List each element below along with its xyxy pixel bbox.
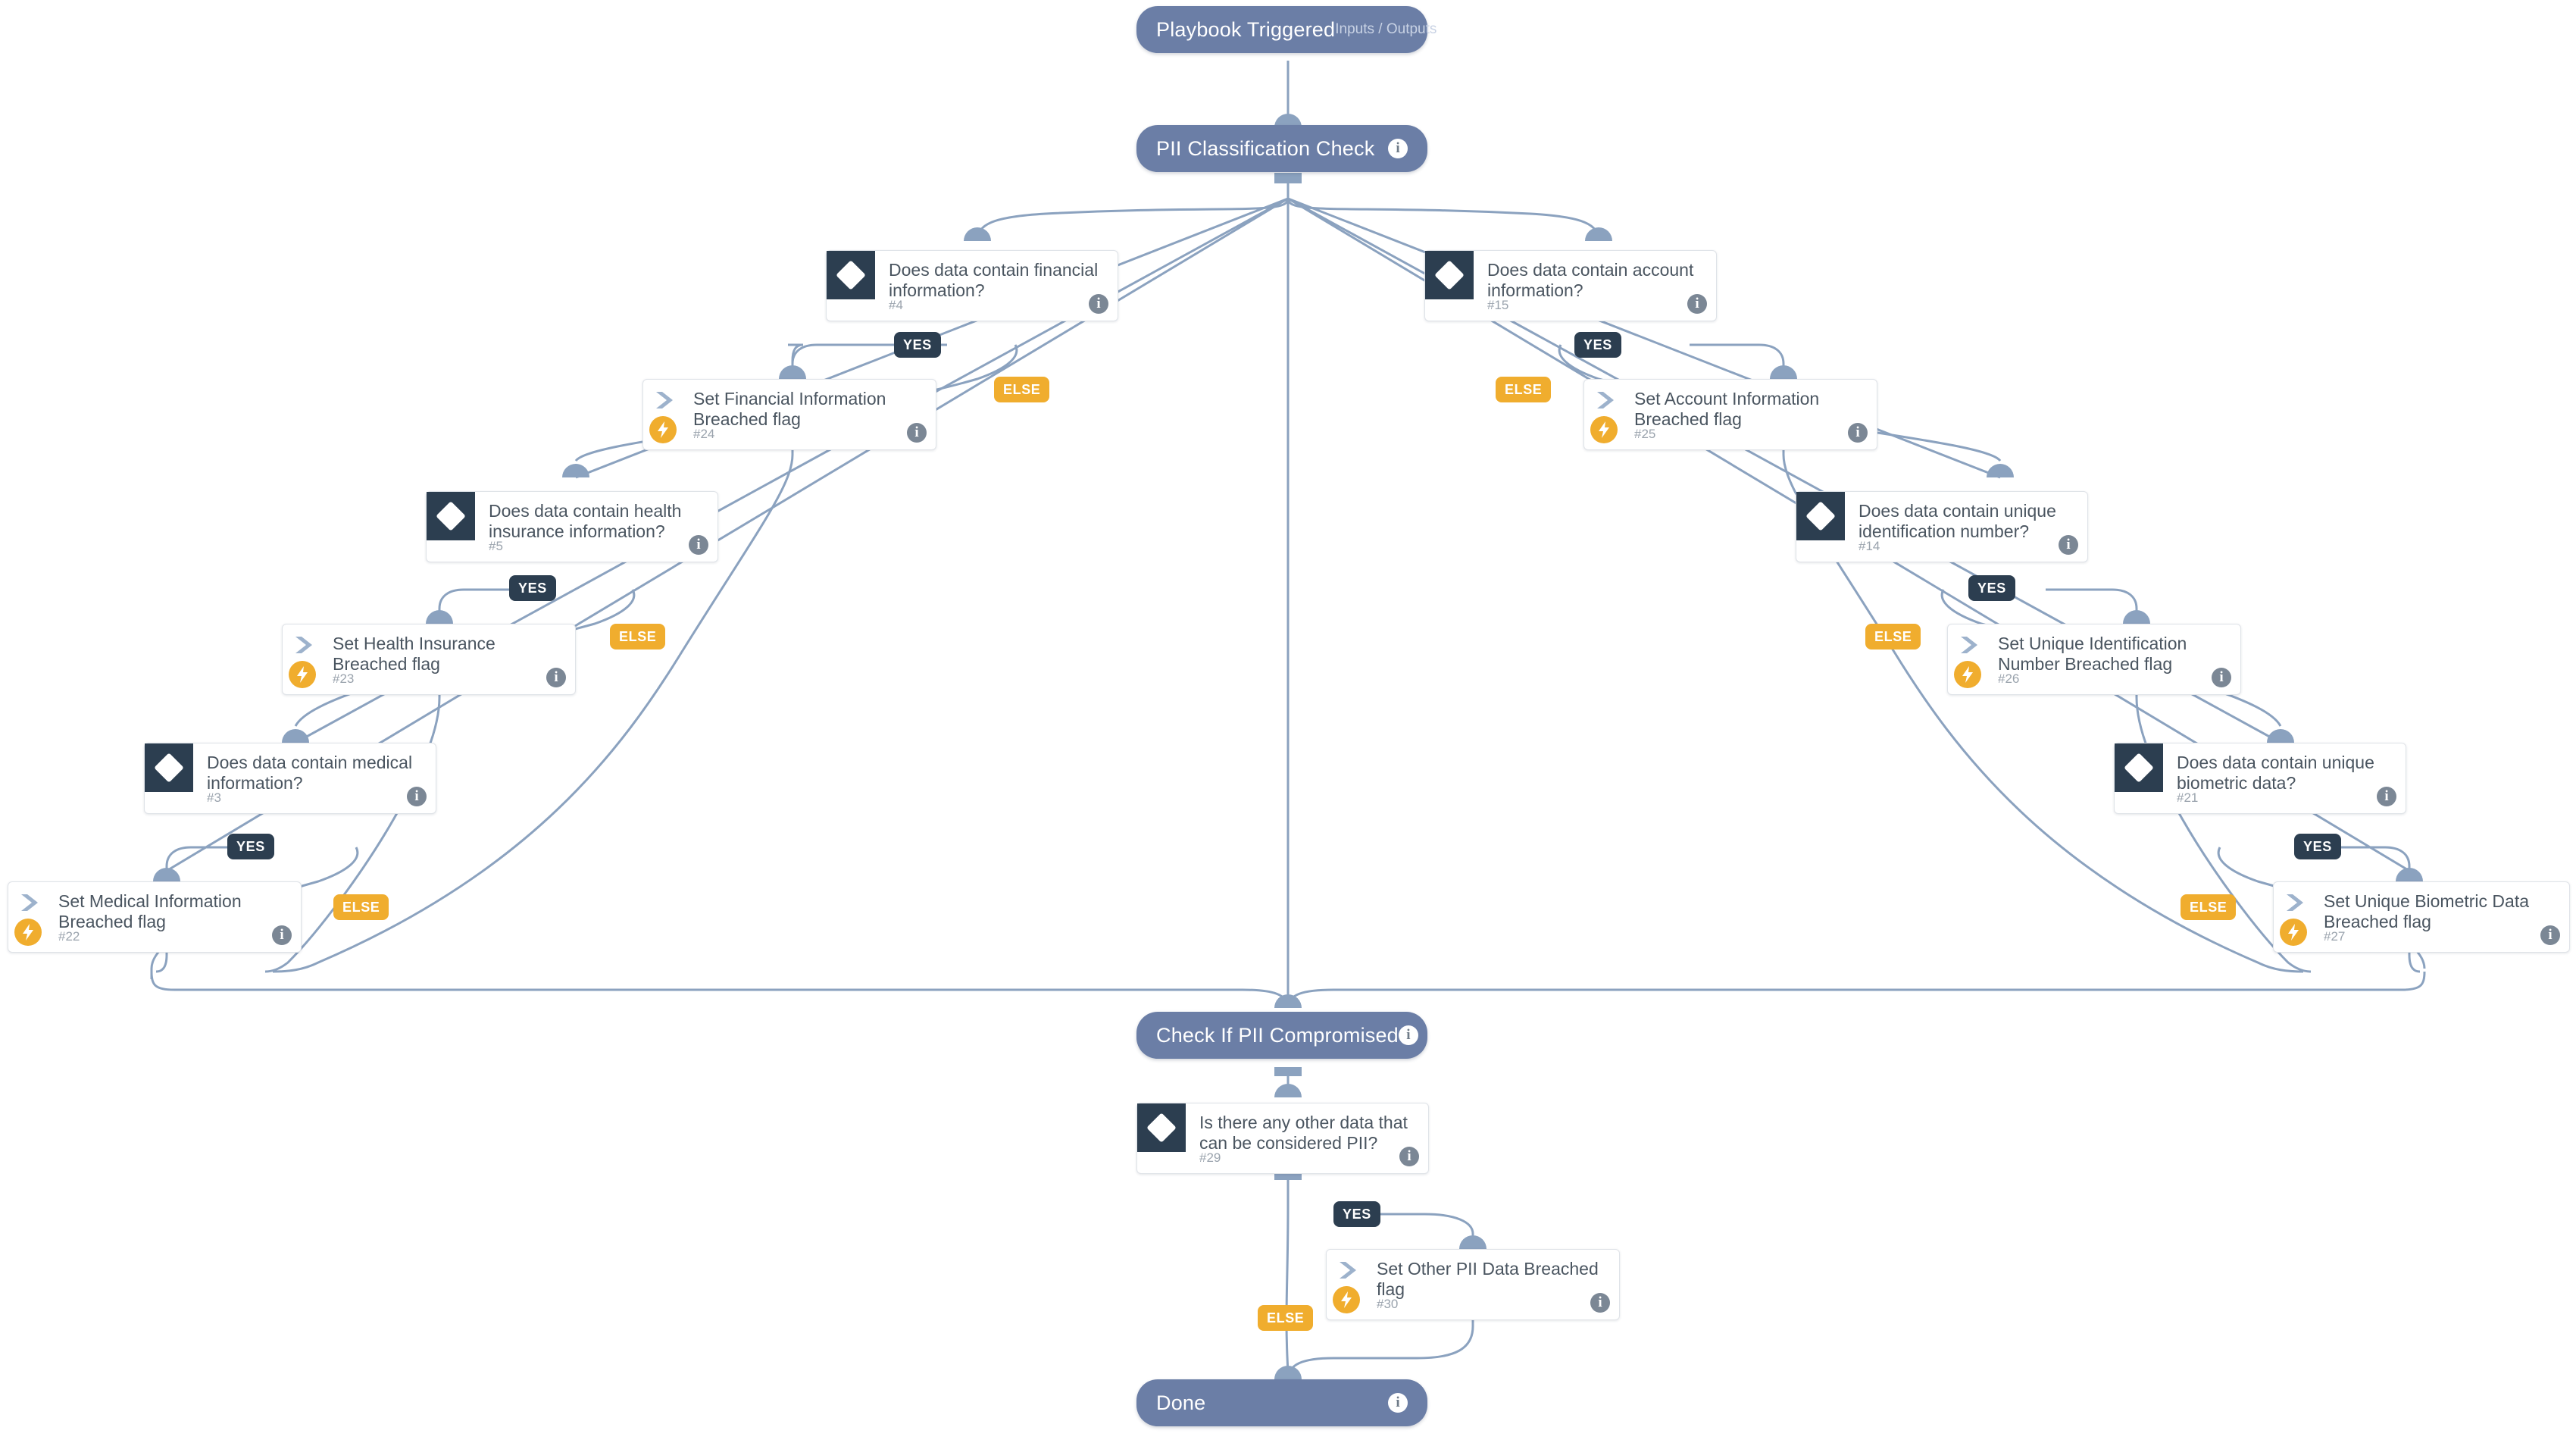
node-done[interactable]: Done i [1136, 1379, 1427, 1426]
info-icon[interactable]: i [407, 787, 427, 806]
node-title: PII Classification Check [1156, 136, 1375, 160]
node-id: #22 [58, 929, 80, 944]
node-playbook-triggered[interactable]: Playbook Triggered Inputs / Outputs [1136, 6, 1436, 53]
node-title: Does data contain unique biometric data? [2177, 753, 2374, 793]
edge-label-yes-medical[interactable]: YES [227, 834, 274, 859]
node-title: Set Unique Biometric Data Breached flag [2324, 891, 2530, 931]
node-pii-classification-check[interactable]: PII Classification Check i [1136, 125, 1427, 172]
edge-label-else-health[interactable]: ELSE [610, 624, 666, 650]
bolt-icon [1954, 661, 1981, 688]
node-condition-other-pii[interactable]: Is there any other data that can be cons… [1136, 1103, 1429, 1174]
node-action-set-biometric-flag[interactable]: Set Unique Biometric Data Breached flag … [2273, 881, 2570, 953]
bolt-icon [14, 919, 42, 946]
node-title: Check If PII Compromised [1156, 1023, 1399, 1047]
node-title: Does data contain financial information? [889, 260, 1099, 300]
info-icon[interactable]: i [1399, 1147, 1419, 1166]
node-id: #25 [1634, 427, 1656, 441]
node-condition-medical[interactable]: Does data contain medical information? #… [144, 743, 436, 814]
node-id: #4 [889, 298, 903, 312]
inputs-outputs-label: Inputs / Outputs [1335, 21, 1437, 37]
node-id: #24 [693, 427, 715, 441]
diamond-icon [2115, 743, 2163, 792]
info-icon[interactable]: i [1388, 139, 1408, 158]
node-title: Set Financial Information Breached flag [693, 389, 886, 429]
bolt-icon [649, 416, 677, 443]
edge-label-yes-other-pii[interactable]: YES [1333, 1201, 1380, 1227]
diamond-icon [1796, 492, 1845, 540]
node-title: Is there any other data that can be cons… [1199, 1113, 1408, 1153]
node-title: Does data contain health insurance infor… [489, 501, 682, 541]
edge-label-yes-financial[interactable]: YES [894, 332, 941, 358]
info-icon[interactable]: i [1398, 1025, 1418, 1045]
node-id: #27 [2324, 929, 2346, 944]
info-icon[interactable]: i [1687, 294, 1707, 314]
node-condition-biometric[interactable]: Does data contain unique biometric data?… [2114, 743, 2406, 814]
node-condition-health-insurance[interactable]: Does data contain health insurance infor… [426, 491, 718, 562]
info-icon[interactable]: i [272, 925, 292, 945]
info-icon[interactable]: i [2212, 668, 2231, 687]
edge-label-else-account[interactable]: ELSE [1496, 377, 1552, 402]
node-action-set-health-insurance-flag[interactable]: Set Health Insurance Breached flag #23 i [282, 624, 576, 695]
node-id: #5 [489, 539, 503, 553]
info-icon[interactable]: i [546, 668, 566, 687]
edge-label-yes-account[interactable]: YES [1574, 332, 1621, 358]
edge-label-else-other-pii[interactable]: ELSE [1258, 1305, 1314, 1331]
node-title: Set Account Information Breached flag [1634, 389, 1820, 429]
bolt-icon [1333, 1286, 1360, 1313]
bolt-icon [1590, 416, 1618, 443]
info-icon[interactable]: i [1590, 1293, 1610, 1313]
diamond-icon [827, 251, 875, 299]
node-id: #3 [207, 790, 221, 805]
node-id: #15 [1487, 298, 1509, 312]
node-title: Set Unique Identification Number Breache… [1998, 634, 2187, 674]
node-title: Does data contain account information? [1487, 260, 1694, 300]
edge-label-else-unique-id[interactable]: ELSE [1865, 624, 1921, 650]
diamond-icon [1137, 1103, 1186, 1152]
bolt-icon [289, 661, 316, 688]
edge-label-else-medical[interactable]: ELSE [333, 894, 389, 920]
node-check-if-pii-compromised[interactable]: Check If PII Compromised i [1136, 1012, 1427, 1059]
node-title: Does data contain medical information? [207, 753, 413, 793]
node-action-set-financial-flag[interactable]: Set Financial Information Breached flag … [642, 379, 936, 450]
diamond-icon [145, 743, 193, 792]
node-title: Done [1156, 1391, 1206, 1414]
info-icon[interactable]: i [1848, 423, 1868, 443]
node-title: Set Medical Information Breached flag [58, 891, 242, 931]
node-action-set-account-flag[interactable]: Set Account Information Breached flag #2… [1583, 379, 1877, 450]
node-action-set-unique-identification-flag[interactable]: Set Unique Identification Number Breache… [1947, 624, 2241, 695]
info-icon[interactable]: i [1089, 294, 1108, 314]
info-icon[interactable]: i [689, 535, 708, 555]
edge-label-yes-biometric[interactable]: YES [2294, 834, 2341, 859]
node-action-set-medical-flag[interactable]: Set Medical Information Breached flag #2… [8, 881, 302, 953]
info-icon[interactable]: i [1388, 1393, 1408, 1413]
edge-label-else-biometric[interactable]: ELSE [2181, 894, 2237, 920]
node-title: Does data contain unique identification … [1859, 501, 2056, 541]
info-icon[interactable]: i [2059, 535, 2078, 555]
node-id: #30 [1377, 1297, 1399, 1311]
diamond-icon [1425, 251, 1474, 299]
edge-label-else-financial[interactable]: ELSE [994, 377, 1050, 402]
node-id: #23 [333, 671, 355, 686]
info-icon[interactable]: i [907, 423, 927, 443]
node-condition-financial[interactable]: Does data contain financial information?… [826, 250, 1118, 321]
node-condition-account[interactable]: Does data contain account information? #… [1424, 250, 1717, 321]
edge-label-yes-unique-id[interactable]: YES [1968, 575, 2015, 601]
node-id: #21 [2177, 790, 2199, 805]
node-id: #29 [1199, 1150, 1221, 1165]
node-id: #26 [1998, 671, 2020, 686]
node-title: Playbook Triggered [1156, 17, 1336, 41]
node-id: #14 [1859, 539, 1880, 553]
bolt-icon [2280, 919, 2307, 946]
node-title: Set Health Insurance Breached flag [333, 634, 496, 674]
diamond-icon [427, 492, 475, 540]
info-icon[interactable]: i [2377, 787, 2396, 806]
info-icon[interactable]: i [2540, 925, 2560, 945]
node-action-set-other-pii-flag[interactable]: Set Other PII Data Breached flag #30 i [1326, 1249, 1620, 1320]
node-title: Set Other PII Data Breached flag [1377, 1259, 1599, 1299]
node-condition-unique-identification-number[interactable]: Does data contain unique identification … [1796, 491, 2088, 562]
edge-label-yes-health[interactable]: YES [509, 575, 556, 601]
